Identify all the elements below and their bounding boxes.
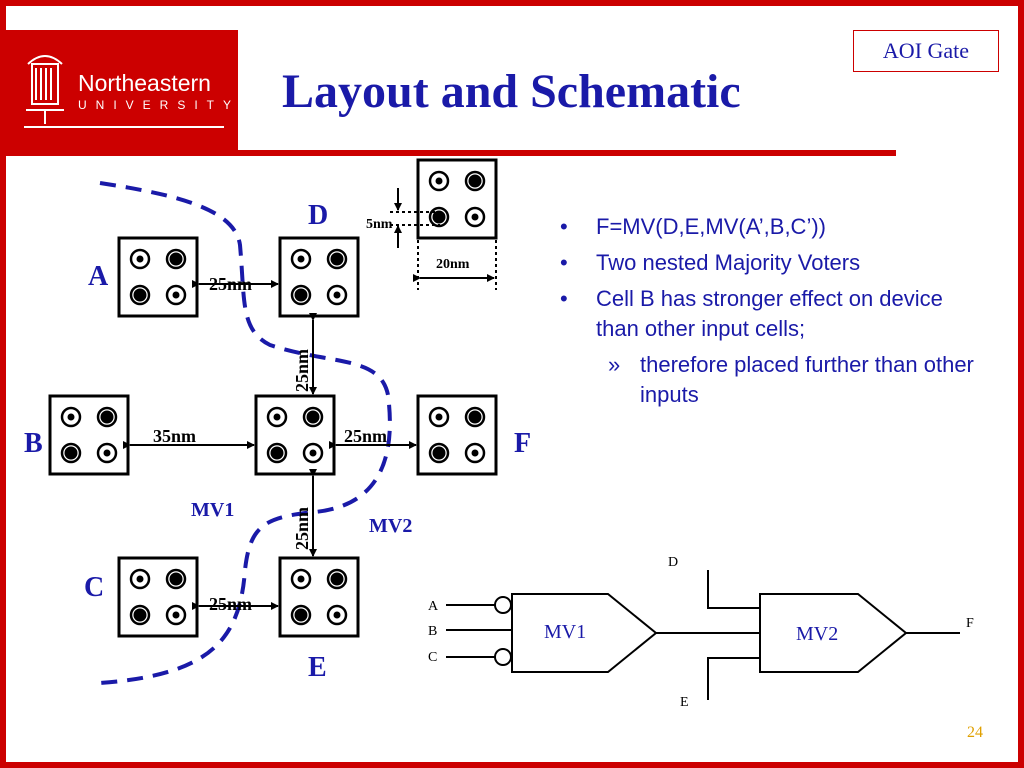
logo-name: Northeastern — [78, 70, 211, 96]
cell-c — [117, 556, 199, 638]
bullet-item: • Cell B has stronger effect on device th… — [560, 284, 980, 344]
bullet-item: • Two nested Majority Voters — [560, 248, 980, 278]
dim-label-cell-dot: 5nm — [366, 217, 393, 232]
cell-label-a: A — [88, 261, 109, 292]
mv1-boundary — [99, 181, 392, 685]
dim-label-center-f: 25nm — [344, 426, 387, 446]
dim-label-cell-width: 20nm — [436, 257, 470, 272]
group-label-mv1: MV1 — [191, 499, 234, 521]
inverter-bubble-c — [494, 648, 512, 666]
schematic-input-d: D — [668, 555, 678, 570]
cell-label-d: D — [308, 200, 328, 231]
sub-bullet-marker: » — [608, 352, 621, 377]
schematic-gate2-label: MV2 — [796, 623, 838, 645]
cell-d — [278, 236, 360, 318]
bullet-item: • F=MV(D,E,MV(A’,B,C’)) — [560, 212, 980, 242]
schematic-input-b: B — [428, 624, 437, 639]
sub-bullet-item: » therefore placed further than other inp… — [560, 350, 980, 410]
university-logo: Northeastern UNIVERSITY — [6, 30, 238, 150]
topic-badge: AOI Gate — [853, 30, 999, 72]
gate-mv1 — [511, 593, 658, 673]
dim-label-b-center: 35nm — [153, 426, 196, 446]
cell-reference — [416, 158, 498, 240]
title-divider — [6, 150, 896, 156]
cell-b — [48, 394, 130, 476]
cell-a — [117, 236, 199, 318]
dim-label-c-e: 25nm — [209, 594, 252, 614]
bullet-list: • F=MV(D,E,MV(A’,B,C’)) • Two nested Major… — [560, 212, 980, 410]
schematic-diagram — [446, 570, 960, 700]
schematic-output-f: F — [966, 616, 974, 631]
bullet-marker: • — [560, 250, 568, 275]
dim-label-d-center: 25nm — [292, 349, 312, 392]
group-label-mv2: MV2 — [369, 515, 412, 537]
sub-bullet-text: therefore placed further than other inpu… — [640, 352, 974, 407]
slide-title: Layout and Schematic — [282, 65, 741, 118]
schematic-input-e: E — [680, 695, 689, 710]
logo-subtitle: UNIVERSITY — [78, 98, 241, 112]
cell-label-c: C — [84, 572, 104, 603]
cell-label-f: F — [514, 428, 531, 459]
bullet-text: F=MV(D,E,MV(A’,B,C’)) — [596, 214, 826, 239]
schematic-input-a: A — [428, 599, 439, 614]
dim-label-center-e: 25nm — [292, 507, 312, 550]
cell-e — [278, 556, 360, 638]
cell-f — [416, 394, 498, 476]
logo-divider — [24, 126, 224, 128]
schematic-input-c: C — [428, 650, 437, 665]
inverter-bubble-a — [494, 596, 512, 614]
page-number: 24 — [967, 724, 983, 741]
bullet-text: Two nested Majority Voters — [596, 250, 861, 275]
dim-label-a-d: 25nm — [209, 274, 252, 294]
torch-icon — [26, 55, 64, 124]
cell-label-b: B — [24, 428, 43, 459]
schematic-gate1-label: MV1 — [544, 621, 586, 643]
cell-center — [254, 394, 336, 476]
bullet-marker: • — [560, 286, 568, 311]
cell-label-e: E — [308, 652, 327, 683]
bullet-text: Cell B has stronger effect on device tha… — [596, 286, 943, 341]
bullet-marker: • — [560, 214, 568, 239]
